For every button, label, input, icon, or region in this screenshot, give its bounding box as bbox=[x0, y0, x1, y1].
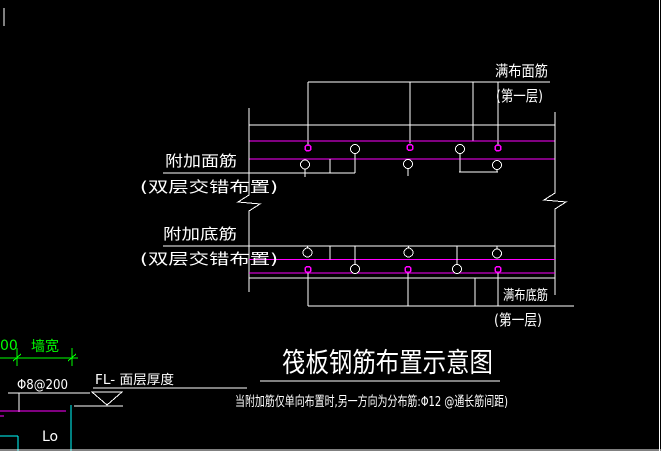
bottom-face-label-line2: (第一层) bbox=[494, 311, 542, 329]
added-bottom-label-line2: (双层交错布置) bbox=[140, 250, 278, 268]
title-block: 筏板钢筋布置示意图 当附加筋仅单向布置时,另一方向为分布筋:Φ12 @通长筋间距… bbox=[235, 348, 508, 410]
added-face-label-line2: (双层交错布置) bbox=[140, 178, 278, 196]
slab-left-edge-break-line bbox=[236, 108, 262, 292]
rebar-circle bbox=[304, 265, 312, 274]
top-slab-section bbox=[163, 81, 568, 295]
top-distribution-bar-circles bbox=[304, 143, 502, 152]
top-face-leader-drops bbox=[307, 82, 499, 145]
rebar-circle bbox=[403, 247, 414, 258]
drawing-note: 当附加筋仅单向布置时,另一方向为分布筋:Φ12 @通长筋间距) bbox=[235, 393, 508, 410]
added-face-bar-stems bbox=[304, 153, 498, 177]
rebar-circle bbox=[302, 247, 313, 258]
rebar-circle bbox=[350, 144, 360, 154]
added-bottom-bar-stems bbox=[307, 246, 498, 265]
level-symbol-icon bbox=[90, 391, 124, 406]
wall-width-dimension-label: 墙宽 bbox=[31, 338, 59, 355]
top-face-label-line2: (第一层) bbox=[496, 87, 543, 105]
diagram-labels: 满布面筋 (第一层) 附加面筋 (双层交错布置) 附加底筋 (双层交错布置) 满… bbox=[140, 62, 548, 329]
top-face-label-line1: 满布面筋 bbox=[495, 62, 548, 80]
wall-width-dimension-lines bbox=[0, 348, 78, 366]
rebar-circle bbox=[494, 144, 502, 152]
wall-outline-lines bbox=[0, 405, 72, 451]
wall-detail-rebar-lines bbox=[0, 410, 66, 417]
rebar-circle bbox=[492, 248, 502, 259]
rebar-circle bbox=[492, 160, 502, 170]
rebar-circle bbox=[455, 144, 465, 154]
bottom-distribution-bar-circles bbox=[304, 265, 502, 274]
wall-edge-detail: 00 墙宽 Φ8@200 FL- 面层厚度 Lo bbox=[0, 338, 247, 451]
rebar-circle bbox=[304, 144, 312, 152]
rebar-circle bbox=[350, 264, 360, 274]
bottom-added-bar-circles-layer1 bbox=[302, 247, 502, 259]
added-face-label-line1: 附加面筋 bbox=[165, 152, 237, 170]
rebar-circle bbox=[494, 265, 502, 274]
rebar-circle bbox=[403, 159, 413, 169]
top-added-bar-circles-layer2 bbox=[300, 159, 502, 170]
rebar-circle bbox=[404, 265, 412, 274]
drawing-title: 筏板钢筋布置示意图 bbox=[282, 348, 493, 379]
rebar-circle bbox=[406, 143, 414, 152]
rebar-circle bbox=[452, 264, 462, 274]
bottom-added-bar-circles-layer2 bbox=[350, 264, 462, 274]
bottom-slab-section bbox=[163, 245, 574, 307]
slab-right-edge-break-line bbox=[542, 112, 568, 295]
anchorage-length-label: Lo bbox=[42, 429, 58, 445]
rebar-circle bbox=[300, 159, 310, 170]
stirrup-spec-label: Φ8@200 bbox=[17, 378, 68, 393]
stirrup-leader-lines bbox=[8, 392, 90, 412]
bottom-face-label-line1: 满布底筋 bbox=[503, 287, 548, 304]
floor-level-label: FL- 面层厚度 bbox=[95, 372, 174, 388]
top-added-bar-circles-layer1 bbox=[350, 144, 465, 154]
added-bottom-label-line1: 附加底筋 bbox=[163, 225, 237, 243]
bottom-face-leader-risers bbox=[307, 273, 499, 306]
dimension-text-partial: 00 bbox=[0, 338, 18, 354]
